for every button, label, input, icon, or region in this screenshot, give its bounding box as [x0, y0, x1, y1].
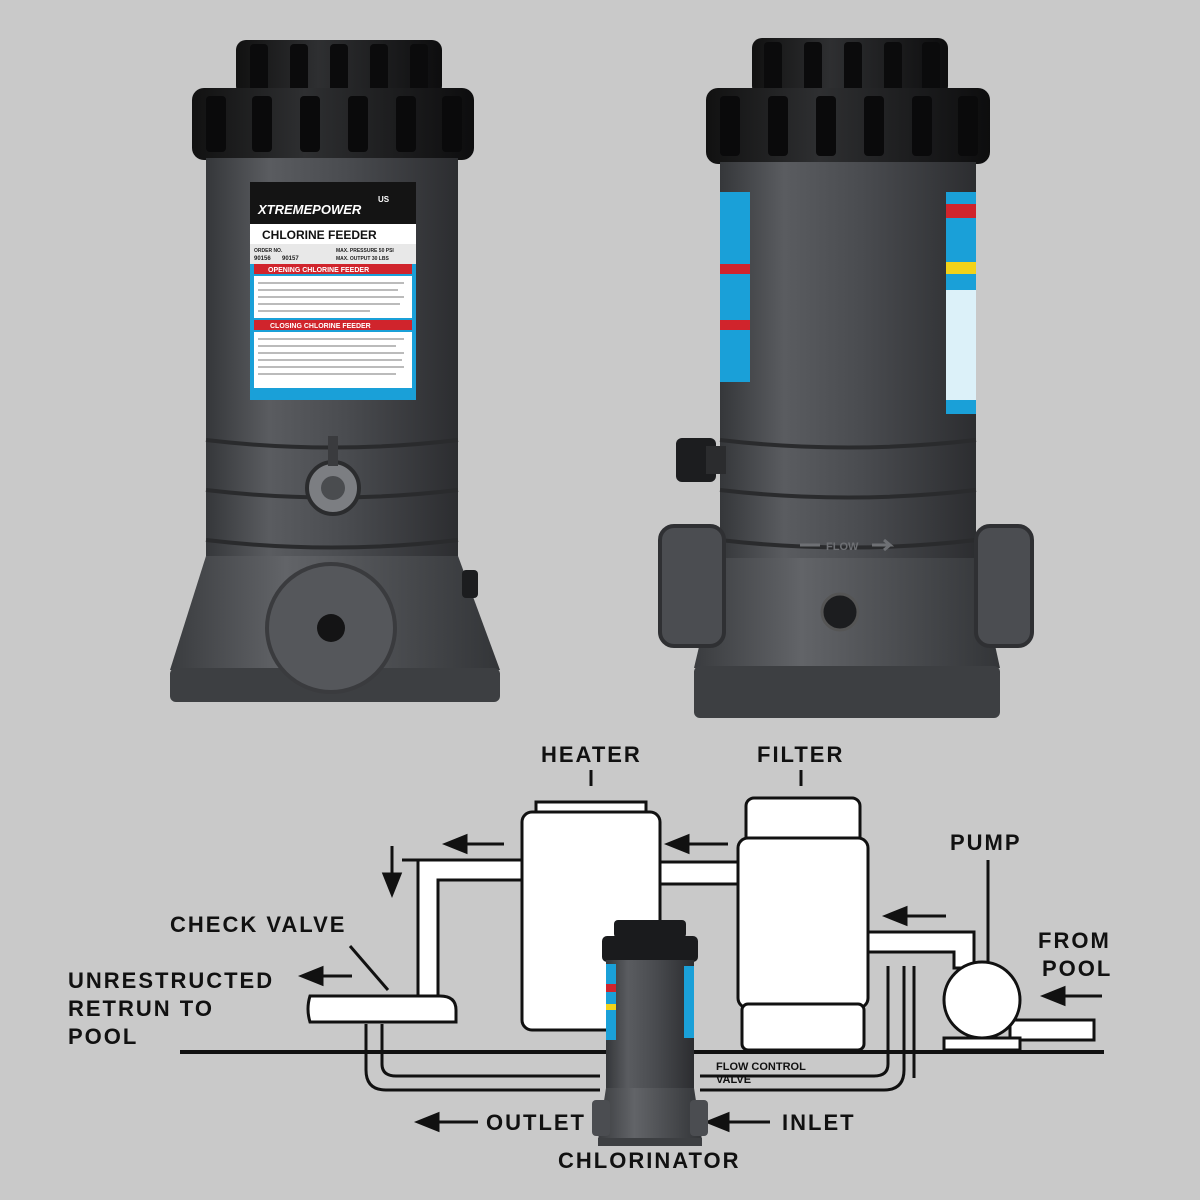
chlorine-feeder-side-view: FLOW: [658, 38, 1034, 718]
filter-tank: [736, 836, 870, 1010]
side-port-right: [974, 524, 1034, 648]
flow-control-valve-label-1: FLOW CONTROL: [716, 1061, 806, 1073]
check-valve-label: CHECK VALVE: [170, 912, 346, 937]
outlet-line-inner: [380, 1024, 600, 1078]
filter-base: [740, 1002, 866, 1052]
order-number-label: ORDER NO.: [254, 248, 283, 254]
return-pipe-riser: [402, 858, 526, 998]
from-pool-label-line-1: FROM: [1038, 928, 1111, 953]
pump-inlet-pipe: [1008, 1018, 1096, 1042]
opening-section-title: OPENING CHLORINE FEEDER: [268, 267, 369, 274]
pipe-filter-to-pump: [866, 930, 976, 970]
from-pool-label-line-2: POOL: [1042, 956, 1112, 981]
side-feeder-cap-ring: [706, 88, 990, 164]
label-title: CHLORINE FEEDER: [262, 228, 377, 242]
side-sticker-left: [720, 192, 750, 382]
pump-unit: [942, 960, 1022, 1040]
outlet-line-outer: [364, 1024, 600, 1092]
model-number-2: 90157: [282, 256, 299, 262]
closing-section-title: CLOSING CHLORINE FEEDER: [270, 323, 371, 330]
inlet-label: INLET: [782, 1110, 856, 1135]
side-feeder-body: [720, 162, 976, 560]
return-label-line-2: RETRUN TO: [68, 996, 214, 1021]
diagram-labels: HEATER FILTER PUMP CHECK VALVE UNRESTRUC…: [68, 742, 1112, 1173]
flow-direction-mark: FLOW: [826, 541, 859, 553]
return-label-line-3: POOL: [68, 1024, 138, 1049]
pipe-heater-to-filter: [658, 860, 742, 886]
chlorinator-label: CHLORINATOR: [558, 1148, 741, 1173]
max-output: MAX. OUTPUT 30 LBS: [336, 256, 389, 262]
heater-label: HEATER: [541, 742, 642, 767]
pump-label: PUMP: [950, 830, 1022, 855]
chlorinator-thumbnail: [592, 920, 708, 1146]
brand-logo-text: XTREMEPOWER: [257, 202, 362, 217]
flow-arrows: [297, 833, 1102, 1133]
product-label-sticker: XTREMEPOWER US CHLORINE FEEDER ORDER NO.…: [250, 182, 416, 400]
outlet-label: OUTLET: [486, 1110, 586, 1135]
filter-label: FILTER: [757, 742, 844, 767]
side-drain-plug: [820, 592, 860, 632]
chlorine-feeder-front-view: XTREMEPOWER US CHLORINE FEEDER ORDER NO.…: [170, 40, 500, 702]
side-port-left: [658, 524, 726, 648]
inlet-line-inner: [700, 966, 890, 1078]
brand-suffix: US: [378, 195, 390, 204]
feeder-cap-ring: [192, 88, 474, 160]
inlet-line-outer: [700, 966, 906, 1092]
return-label-line-1: UNRESTRUCTED: [68, 968, 274, 993]
max-pressure: MAX. PRESSURE 50 PSI: [336, 248, 394, 254]
flow-control-valve-label-2: VALVE: [716, 1074, 751, 1086]
model-number-1: 90156: [254, 256, 271, 262]
return-pipe-outlet: [306, 994, 458, 1024]
